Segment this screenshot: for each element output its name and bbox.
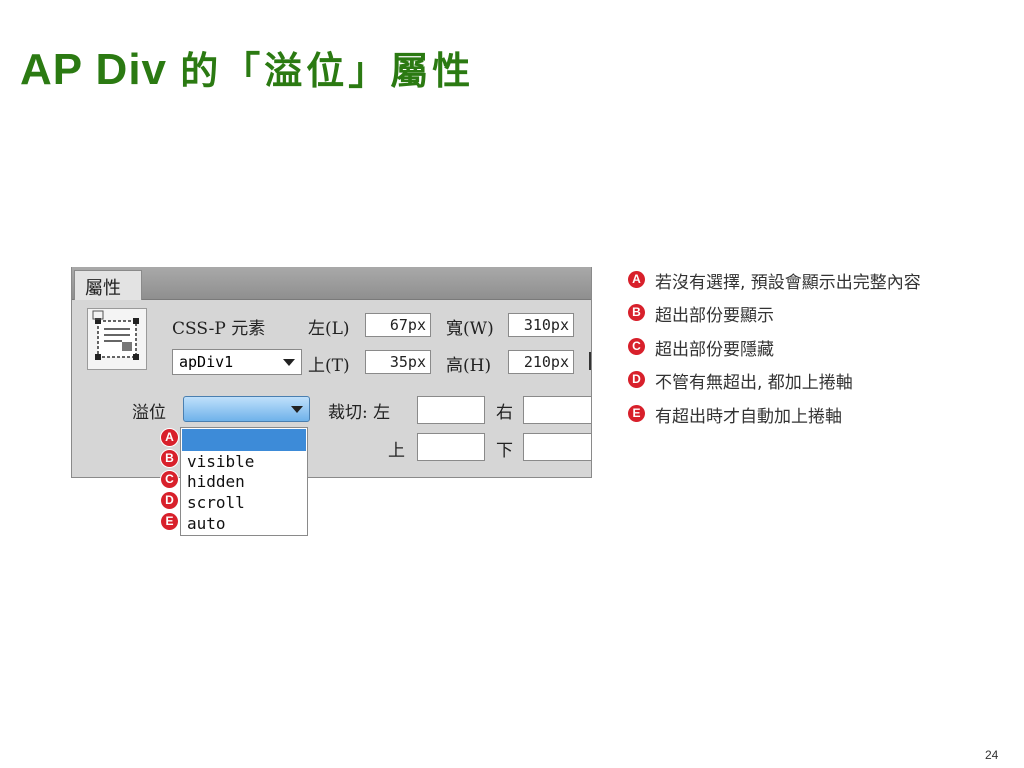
properties-panel: 屬性 CSS-P 元素 apDiv1 左(L) 67px 寬(W) 310px …	[71, 267, 592, 478]
css-p-element-label: CSS-P 元素	[172, 319, 266, 339]
badge-e: E	[161, 513, 178, 530]
clip-bottom-input[interactable]	[523, 433, 591, 461]
legend-text: 若沒有選擇, 預設會顯示出完整內容	[655, 273, 921, 293]
dropdown-option-scroll[interactable]: scroll	[187, 493, 245, 512]
legend-text: 不管有無超出, 都加上捲軸	[655, 373, 853, 393]
clip-bottom-label: 下	[496, 441, 513, 461]
dropdown-option-hidden[interactable]: hidden	[187, 472, 245, 491]
properties-tab[interactable]: 屬性	[74, 270, 142, 300]
top-input[interactable]: 35px	[365, 350, 431, 374]
slide-title-latin: AP Div	[20, 45, 181, 94]
legend-badge: E	[628, 405, 645, 422]
ap-div-element-icon	[87, 308, 147, 370]
badge-a: A	[161, 429, 178, 446]
overflow-dropdown-list: visible hidden scroll auto	[180, 427, 308, 536]
dropdown-option-visible[interactable]: visible	[187, 452, 255, 471]
width-label: 寬(W)	[446, 319, 494, 339]
clip-right-input[interactable]	[523, 396, 591, 424]
selected-option-highlight	[182, 429, 306, 451]
left-label: 左(L)	[308, 319, 350, 339]
element-id-value: apDiv1	[179, 353, 234, 371]
slide-title-cjk: 的「溢位」屬性	[180, 48, 475, 93]
clip-top-input[interactable]	[417, 433, 485, 461]
chevron-down-icon	[291, 406, 303, 413]
height-label: 高(H)	[446, 356, 492, 376]
legend-badge: D	[628, 371, 645, 388]
legend-text: 超出部份要隱藏	[655, 340, 774, 360]
page-number: 24	[985, 748, 999, 762]
overflow-label: 溢位	[132, 403, 166, 423]
legend-badge: A	[628, 271, 645, 288]
badge-d: D	[161, 492, 178, 509]
chevron-down-icon	[283, 359, 295, 366]
badge-c: C	[161, 471, 178, 488]
panel-header	[72, 267, 591, 300]
slide-title: AP Div 的「溢位」屬性	[20, 40, 474, 95]
clip-left-input[interactable]	[417, 396, 485, 424]
legend-text: 超出部份要顯示	[655, 306, 774, 326]
dropdown-option-auto[interactable]: auto	[187, 514, 226, 533]
legend-badge: C	[628, 338, 645, 355]
width-input[interactable]: 310px	[508, 313, 574, 337]
overflow-select[interactable]	[183, 396, 310, 422]
badge-b: B	[161, 450, 178, 467]
clip-top-label: 上	[388, 441, 405, 461]
left-input[interactable]: 67px	[365, 313, 431, 337]
element-id-select[interactable]: apDiv1	[172, 349, 302, 375]
height-input[interactable]: 210px	[508, 350, 574, 374]
clip-left-label: 裁切: 左	[328, 403, 391, 423]
legend-badge: B	[628, 304, 645, 321]
legend-text: 有超出時才自動加上捲軸	[655, 407, 842, 427]
top-label: 上(T)	[308, 356, 350, 376]
panel-divider	[589, 352, 591, 370]
clip-right-label: 右	[496, 403, 513, 423]
